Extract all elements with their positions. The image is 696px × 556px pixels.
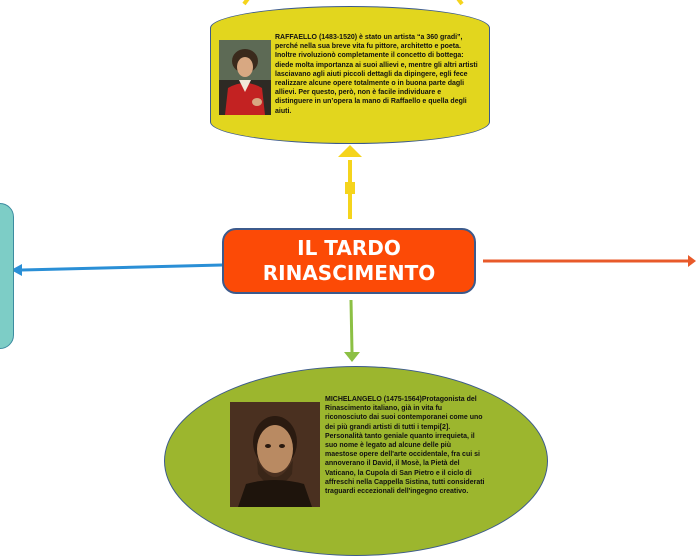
raffaello-portrait-image [219,40,271,115]
connector-off-top [242,0,464,6]
michelangelo-topic-node[interactable]: MICHELANGELO (1475-1564)Protagonista del… [164,366,548,556]
left-topic-node[interactable] [0,203,14,349]
raffaello-description: RAFFAELLO (1483-1520) è stato un artista… [275,34,478,115]
michelangelo-description: MICHELANGELO (1475-1564)Protagonista del… [325,396,485,496]
portrait-painting-icon [219,40,271,115]
connector-to-michelangelo [344,299,360,362]
central-topic-title: IL TARDO RINASCIMENTO [262,236,436,285]
michelangelo-portrait-image [230,402,320,507]
connector-to-right-node [483,255,696,267]
portrait-painting-icon [230,402,320,507]
raffaello-topic-node[interactable]: RAFFAELLO (1483-1520) è stato un artista… [210,6,490,144]
central-topic[interactable]: IL TARDO RINASCIMENTO [222,228,476,294]
connector-to-left-node [11,263,223,276]
connector-to-raffaello [338,145,362,219]
connector-lines [11,0,696,362]
